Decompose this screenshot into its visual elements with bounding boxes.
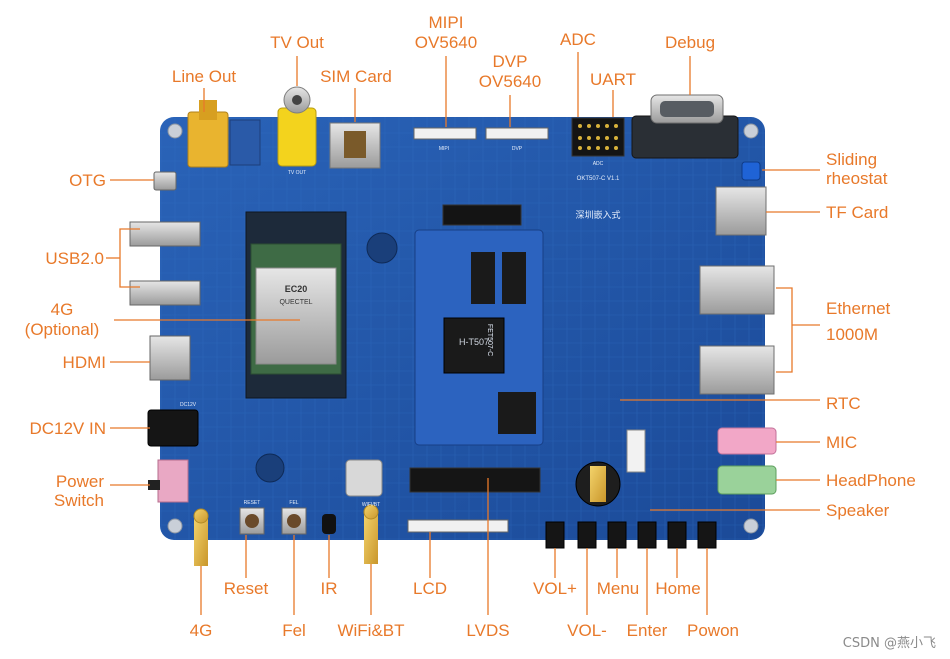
label-dc12v: DC12V IN [29, 419, 106, 438]
label-power-1: Power [55, 472, 104, 491]
adc-silk: ADC [593, 161, 604, 167]
label-lvds: LVDS [466, 621, 510, 640]
key-buttons [545, 521, 717, 549]
ir-receiver [322, 514, 336, 534]
label-powon: Powon [687, 621, 739, 640]
otg-port [153, 171, 177, 191]
label-rtc: RTC [826, 394, 861, 413]
label-lcd: LCD [412, 579, 447, 598]
tvout-silk: TV OUT [288, 170, 306, 176]
label-adc: ADC [560, 30, 596, 49]
header-pins [578, 124, 618, 150]
mipi-connector [413, 127, 477, 140]
label-enter: Enter [626, 621, 668, 640]
tf-card-slot [715, 186, 767, 236]
label-ethernet-1: Ethernet [826, 299, 891, 318]
mic-jack [717, 427, 777, 455]
ethernet-jack-2 [699, 345, 775, 395]
sliding-rheostat [741, 161, 761, 181]
wifi-silk: WIFI/BT [362, 502, 380, 508]
line-out-jack [187, 100, 229, 168]
label-mic: MIC [826, 433, 858, 452]
label-volp: VOL+ [533, 579, 577, 598]
label-uart: UART [590, 70, 636, 89]
label-volm: VOL- [567, 621, 607, 640]
label-usb: USB2.0 [45, 249, 104, 268]
label-wifi-bt: WiFi&BT [337, 621, 405, 640]
lte-antenna-connector [193, 508, 209, 566]
label-dvp-2: OV5640 [478, 72, 542, 91]
power-switch [148, 459, 189, 503]
ethernet-jack-1 [699, 265, 775, 315]
dc-silk: DC12V [180, 402, 197, 408]
label-ir: IR [320, 579, 338, 598]
rtc-battery [575, 461, 621, 507]
reset-silk: RESET [244, 500, 261, 506]
label-menu: Menu [596, 579, 640, 598]
hdmi-port [149, 335, 191, 381]
usb-port-1 [129, 221, 201, 247]
fel-button [281, 507, 307, 535]
watermark: CSDN @燕小飞 [842, 636, 936, 651]
module-name-text: FET507-C [486, 324, 493, 356]
label-tv-out: TV Out [270, 33, 324, 52]
label-reset: Reset [223, 579, 269, 598]
label-mipi-2: OV5640 [414, 33, 478, 52]
lte-4g-module: EC20 QUECTEL [245, 211, 347, 399]
label-fel: Fel [282, 621, 306, 640]
inductor-2 [255, 453, 285, 483]
leader-lines [106, 52, 820, 615]
usb-port-2 [129, 280, 201, 306]
label-sliding-2: rheostat [826, 169, 888, 188]
label-sim-card: SIM Card [320, 67, 392, 86]
label-ethernet-2: 1000M [826, 325, 878, 344]
gpio-header [442, 204, 522, 226]
label-hdmi: HDMI [62, 353, 106, 372]
label-tf-card: TF Card [826, 203, 889, 222]
label-headphone: HeadPhone [826, 471, 916, 490]
sim-card-slot [329, 122, 381, 169]
label-power-2: Switch [53, 491, 104, 510]
wifi-bt-module [345, 459, 383, 497]
dvp-silk: DVP [512, 146, 523, 152]
label-4g-antenna: 4G [189, 621, 213, 640]
brand-text: 深圳嵌入式 [575, 209, 620, 220]
dvp-connector [485, 127, 549, 140]
label-speaker: Speaker [826, 501, 890, 520]
wifi-antenna-connector [363, 504, 379, 564]
label-home: Home [655, 579, 701, 598]
label-sliding-1: Sliding [826, 150, 878, 169]
reset-button [239, 507, 265, 535]
lte-module-text: EC20 [285, 284, 308, 294]
line-out-shield [229, 119, 261, 166]
label-dvp-1: DVP [492, 52, 528, 71]
speaker-connector [626, 429, 646, 473]
label-mipi-1: MIPI [428, 13, 464, 32]
debug-db9-port [631, 94, 739, 159]
chip-mark-text: H-T507 [459, 337, 489, 347]
lte-brand-text: QUECTEL [279, 299, 312, 306]
dc-jack [147, 409, 199, 447]
inductor [366, 232, 398, 264]
headphone-jack [717, 465, 777, 495]
label-4g-optional-1: 4G [50, 300, 74, 319]
core-som: H-T507 FET507-C [414, 229, 544, 446]
fel-silk: FEL [289, 500, 298, 506]
label-debug: Debug [664, 33, 716, 52]
label-otg: OTG [69, 171, 106, 190]
lcd-lvds-connectors [407, 467, 541, 533]
label-4g-optional-2: (Optional) [24, 320, 100, 339]
label-line-out: Line Out [171, 67, 237, 86]
mipi-silk: MIPI [439, 146, 449, 152]
board-name-text: OKT507-C V1.1 [577, 176, 620, 182]
tv-out-rca [277, 86, 317, 167]
